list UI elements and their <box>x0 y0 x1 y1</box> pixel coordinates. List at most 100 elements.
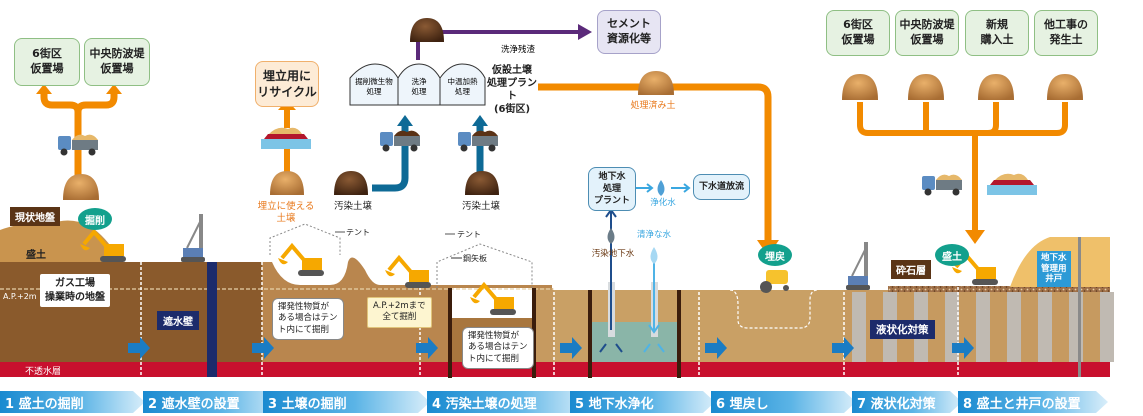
soil-mounds <box>63 18 1083 200</box>
step-6: 6 埋戻し <box>711 391 856 413</box>
destination-box-6-block: 6街区 仮置場 <box>14 38 80 86</box>
excavator <box>80 228 126 262</box>
soil-mound <box>63 174 99 200</box>
stage-arrow <box>252 337 274 359</box>
stage-arrow <box>705 337 727 359</box>
pile-driver-rig <box>181 214 205 262</box>
sheet-pile-label: 鋼矢板 <box>463 254 487 263</box>
stage-arrows <box>128 337 974 359</box>
soil-mound <box>638 71 674 95</box>
barge <box>987 173 1037 195</box>
recycle-box: 埋立用に リサイクル <box>255 61 319 107</box>
treatment-plant-modules <box>349 63 486 106</box>
dump-truck <box>922 174 962 196</box>
cutoff-wall-label: 遮水壁 <box>157 311 199 330</box>
purified-water-label: 浄化水 <box>650 198 676 208</box>
excavation-badge: 掘削 <box>78 208 112 230</box>
step-8: 8 盛土と井戸の設置 <box>958 391 1108 413</box>
stage-arrow <box>952 337 974 359</box>
stage-arrow <box>832 337 854 359</box>
liquefaction-label: 液状化対策 <box>870 320 935 339</box>
sheet-pile-right-5 <box>677 290 681 378</box>
soil-column <box>1007 292 1021 362</box>
contaminated-soil-mound <box>465 171 499 195</box>
plant-module-microbial: 掘削微生物 処理 <box>355 77 393 96</box>
contaminated-soil-label-1: 汚染土壌 <box>333 201 372 212</box>
tent-step3 <box>269 223 341 255</box>
gas-plant-ground-label: ガス工場 操業時の地盤 <box>40 274 110 307</box>
contaminated-soil-mound <box>334 171 368 195</box>
contaminated-soil-label-2: 汚染土壌 <box>461 201 500 212</box>
wash-residue-label: 洗浄残渣 <box>500 45 535 55</box>
contaminated-soil-mound <box>410 18 444 42</box>
step-4: 4 汚染土壌の処理 <box>427 391 590 413</box>
monitoring-well <box>1078 237 1081 377</box>
step-2: 2 遮水壁の設置 <box>143 391 286 413</box>
backfill-badge: 埋戻 <box>758 244 792 266</box>
construction-machines <box>80 214 998 315</box>
source-box-central-breakwater: 中央防波堤 仮置場 <box>895 10 959 56</box>
plant-title: 仮設土壌 処理プラント (6街区) <box>487 65 537 115</box>
sheet-pile-right <box>532 288 536 378</box>
road-roller <box>760 270 789 293</box>
flow-step8-fill <box>857 102 1068 230</box>
ap-excavation-note: A.P.+2mまで 全て掘削 <box>367 297 432 328</box>
soil-mound <box>842 74 878 100</box>
monitoring-well-label: 地下水 管理用 井戸 <box>1037 251 1071 287</box>
ap-level-label: A.P.+2m <box>3 292 37 301</box>
destination-box-central-breakwater: 中央防波堤 仮置場 <box>84 38 150 86</box>
cutoff-wall <box>207 262 217 377</box>
arrowhead-step1-right <box>106 84 122 94</box>
step-3: 3 土壌の掘削 <box>263 391 430 413</box>
excavator <box>278 242 324 276</box>
volatile-note-step4: 揮発性物質が ある場合はテン ト内にて掘削 <box>462 327 534 370</box>
arrowhead-step8 <box>965 230 985 244</box>
groundwater-plant-box: 地下水 処理 プラント <box>588 167 636 211</box>
pile-driver-rig <box>846 242 870 290</box>
stage-arrow <box>128 337 150 359</box>
plant-module-heating: 中温加熱 処理 <box>447 77 478 96</box>
excavator <box>470 281 516 315</box>
soil-mound <box>908 74 944 100</box>
tent-label-step3: テント <box>346 228 370 237</box>
fill-badge: 盛土 <box>935 244 969 266</box>
step-7: 7 液状化対策 <box>852 391 962 413</box>
plant-module-washing: 洗浄 処理 <box>411 77 427 96</box>
current-ground-label: 現状地盤 <box>10 207 60 226</box>
tent-step4 <box>436 243 533 288</box>
treated-soil-label: 処理済み土 <box>630 101 676 111</box>
sheet-pile-left <box>448 288 452 378</box>
soil-column <box>976 292 990 362</box>
arrowhead-blue-1 <box>397 115 413 126</box>
tent-label-step4: テント <box>457 230 481 239</box>
barge <box>261 127 311 149</box>
soil-column <box>1038 292 1052 362</box>
reclaim-soil-label: 埋立に使える 土壌 <box>257 201 315 225</box>
transport-vehicles <box>58 127 1037 196</box>
source-box-other-project-soil: 他工事の 発生土 <box>1034 10 1098 56</box>
soil-mound <box>270 171 304 195</box>
stage-arrow <box>560 337 582 359</box>
soil-column <box>1100 292 1114 362</box>
cement-recycling-box: セメント 資源化等 <box>597 10 661 54</box>
step-1: 1 盛土の掘削 <box>0 391 145 413</box>
section-dividers <box>140 262 959 391</box>
clean-water-label: 清浄な水 <box>636 230 671 240</box>
process-diagram-canvas <box>0 18 1114 391</box>
flow-step1-out <box>40 92 118 185</box>
dump-truck <box>458 130 498 152</box>
excavator <box>385 254 431 288</box>
dump-truck <box>58 134 98 156</box>
source-box-purchased-soil: 新規 購入土 <box>965 10 1029 56</box>
soil-mound <box>1047 74 1083 100</box>
step-5: 5 地下水浄化 <box>570 391 715 413</box>
soil-mound <box>978 74 1014 100</box>
fill-soil-label: 盛土 <box>26 250 46 261</box>
soil-column <box>852 292 866 362</box>
arrowhead-step1-left <box>36 84 52 94</box>
arrowhead-blue-2 <box>472 115 488 126</box>
impermeable-layer-label: 不透水層 <box>25 367 62 377</box>
sheet-pile-left-5 <box>588 290 592 378</box>
dump-truck <box>380 130 420 152</box>
